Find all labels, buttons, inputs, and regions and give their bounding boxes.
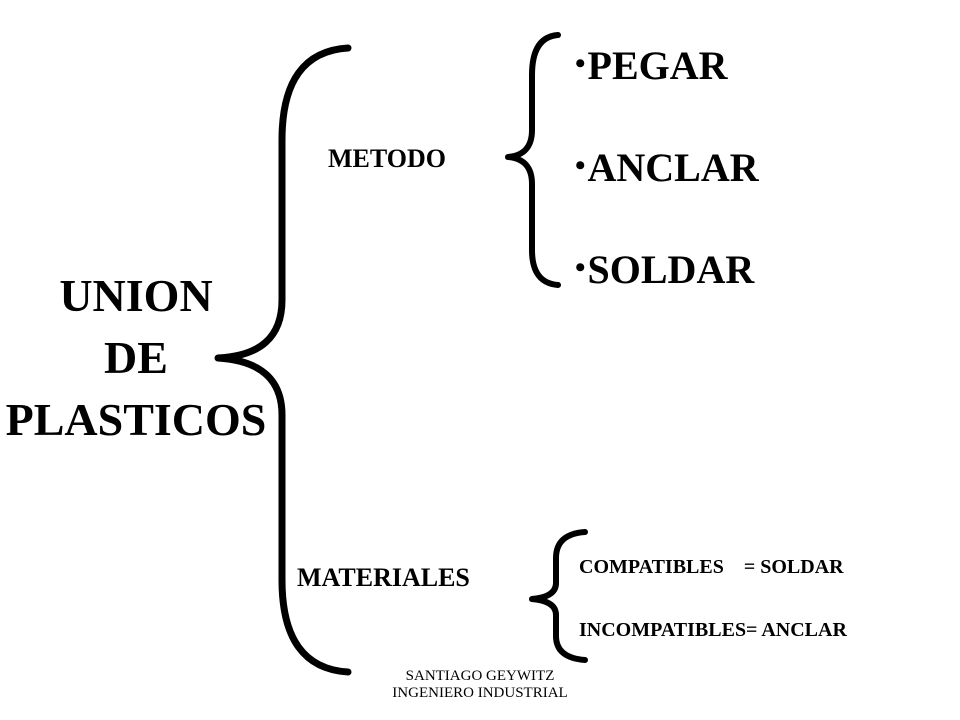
metodo-item-label: ANCLAR [587,145,759,190]
root-title: UNION DE PLASTICOS [0,265,272,451]
materiales-brace [529,529,588,663]
bullet-icon: • [575,47,586,80]
bullet-icon: • [575,149,586,182]
main-brace [214,44,352,676]
metodo-label: METODO [328,144,446,173]
metodo-item-anclar: •ANCLAR [575,144,759,191]
metodo-item-soldar: •SOLDAR [575,246,754,293]
metodo-brace [505,32,561,288]
author-title: INGENIERO INDUSTRIAL [392,685,568,701]
author-footer: SANTIAGO GEYWITZ INGENIERO INDUSTRIAL [360,668,600,702]
metodo-item-label: SOLDAR [587,247,755,292]
metodo-item-label: PEGAR [587,43,728,88]
root-line-2: DE [104,332,168,383]
bullet-icon: • [575,251,586,284]
root-line-3: PLASTICOS [5,394,267,445]
materiales-item-compatibles: COMPATIBLES = SOLDAR [579,556,844,578]
author-name: SANTIAGO GEYWITZ [405,668,555,684]
materiales-item-incompatibles: INCOMPATIBLES= ANCLAR [579,619,847,641]
root-line-1: UNION [59,270,213,321]
metodo-item-pegar: •PEGAR [575,42,728,89]
materiales-label: MATERIALES [297,563,470,592]
